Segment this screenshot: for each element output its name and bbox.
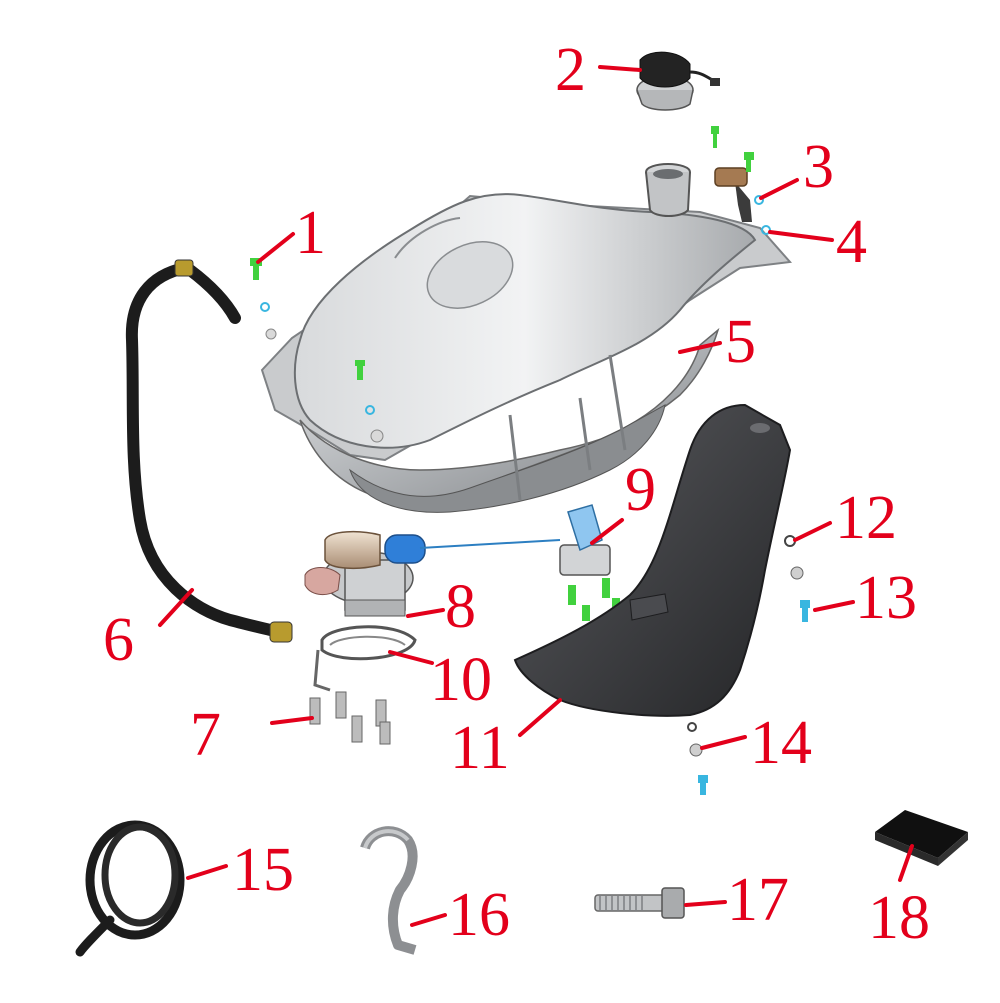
fuel-pump [304,530,561,617]
callout-17: 17 [727,866,789,934]
bolt-13 [800,600,810,622]
callout-14: 14 [750,709,812,777]
coiled-hose [75,820,185,957]
leader-lines [158,65,914,927]
hose-clamp [360,826,418,955]
callout-3: 3 [803,133,834,201]
callout-2: 2 [555,36,586,104]
callout-15: 15 [232,836,294,904]
callout-6: 6 [103,606,134,674]
callout-10: 10 [430,646,492,714]
callout-18: 18 [868,884,930,952]
callout-16: 16 [448,881,510,949]
foam-pad [875,810,968,866]
callout-12: 12 [835,484,897,552]
callout-4: 4 [836,208,867,276]
callout-1: 1 [295,199,326,267]
heat-shield [513,403,792,717]
bolt-17 [594,887,685,919]
tank-bracket [711,126,764,205]
pump-gasket [313,625,417,692]
washer-4 [761,225,771,235]
callout-labels: 1 2 3 4 5 6 7 8 9 10 11 12 13 14 15 16 1… [103,36,930,952]
callout-5: 5 [725,308,756,376]
level-sender [559,504,620,621]
fuel-hose [125,259,293,643]
callout-7: 7 [190,701,221,769]
washer-14 [687,722,708,795]
fuel-tank [260,163,793,513]
fuel-cap [636,51,720,111]
washer-12 [784,535,804,580]
screws-7 [309,691,391,745]
callout-9: 9 [625,456,656,524]
callout-8: 8 [445,573,476,641]
callout-13: 13 [855,564,917,632]
callout-11: 11 [450,714,510,782]
